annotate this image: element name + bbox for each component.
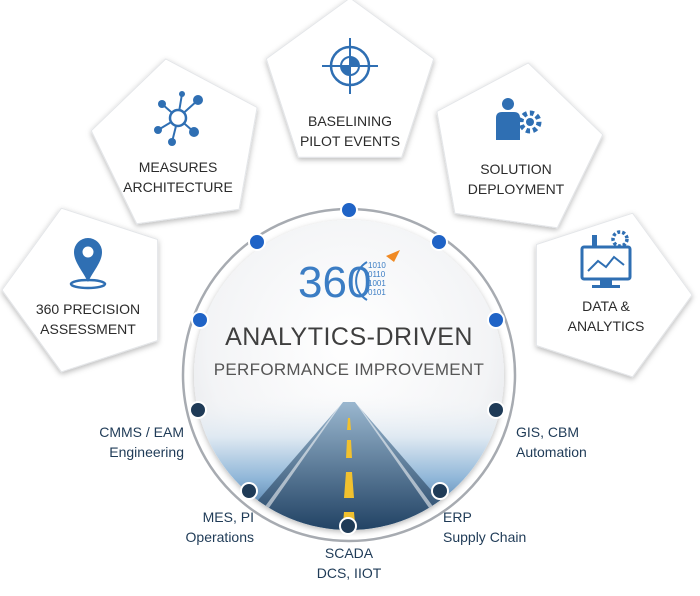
system-label-mes: MES, PI Operations xyxy=(186,509,254,545)
system-label-line: MES, PI xyxy=(203,509,254,525)
logo-binary-line: 1010 xyxy=(368,261,386,270)
pentagon-label-line: ASSESSMENT xyxy=(40,321,136,337)
logo-number: 360 xyxy=(298,258,371,307)
pentagon-analytics: DATA & ANALYTICS xyxy=(535,212,693,378)
system-label-line: GIS, CBM xyxy=(516,424,579,440)
map-pin-icon xyxy=(69,238,107,290)
system-label-line: Supply Chain xyxy=(443,529,526,545)
system-label-erp: ERP Supply Chain xyxy=(443,509,526,545)
ring-nodes xyxy=(189,201,505,535)
road-edge-lines xyxy=(244,402,454,530)
pentagon-baselining: BASELINING PILOT EVENTS xyxy=(265,0,435,158)
pentagon-label-line: DEPLOYMENT xyxy=(468,181,565,197)
pentagon-label-line: ARCHITECTURE xyxy=(123,179,233,195)
ring-node-dark xyxy=(431,482,449,500)
system-label-line: Engineering xyxy=(109,444,184,460)
ring-node-dark xyxy=(189,401,207,419)
pentagon-label-line: PILOT EVENTS xyxy=(300,133,400,149)
system-label-line: ERP xyxy=(443,509,472,525)
pentagon-label-line: BASELINING xyxy=(308,113,392,129)
system-label-line: Operations xyxy=(186,529,254,545)
pentagon-label-line: MEASURES xyxy=(139,159,218,175)
system-label-cmms: CMMS / EAM Engineering xyxy=(99,424,184,460)
pentagon-assessment: 360 PRECISION ASSESSMENT xyxy=(1,207,159,373)
pentagon-deployment: SOLUTION DEPLOYMENT xyxy=(436,62,604,229)
center-title: ANALYTICS-DRIVEN xyxy=(225,323,473,351)
logo-binary-line: 0110 xyxy=(368,270,386,279)
ring-node-blue xyxy=(430,233,448,251)
ring-node-dark xyxy=(487,401,505,419)
process-pentagons: 360 PRECISION ASSESSMENT MEASURES ARCHITECT… xyxy=(1,0,693,378)
ring-node-dark xyxy=(240,482,258,500)
system-label-line: SCADA xyxy=(325,545,374,561)
pentagon-label-line: DATA & xyxy=(582,298,630,314)
system-label-line: CMMS / EAM xyxy=(99,424,184,440)
logo-ring-arc xyxy=(355,261,368,301)
pentagon-shape xyxy=(535,212,693,378)
pentagon-label-line: 360 PRECISION xyxy=(36,301,140,317)
ring-node-blue xyxy=(248,233,266,251)
ring-node-blue xyxy=(340,201,358,219)
center-subtitle: PERFORMANCE IMPROVEMENT xyxy=(214,360,484,379)
ring-node-blue xyxy=(487,311,505,329)
system-label-scada: SCADA DCS, IIOT xyxy=(317,545,382,581)
pentagon-architecture: MEASURES ARCHITECTURE xyxy=(90,58,258,225)
pentagon-shape xyxy=(1,207,159,373)
pentagon-label-line: SOLUTION xyxy=(480,161,552,177)
pentagon-label-line: ANALYTICS xyxy=(568,318,645,334)
logo-binary-line: 0101 xyxy=(368,288,386,297)
ring-node-dark xyxy=(339,517,357,535)
logo-arrow-icon xyxy=(386,250,400,262)
pentagon-shape xyxy=(436,62,604,229)
person-gear-icon xyxy=(496,98,542,140)
monitor-analytics-icon xyxy=(580,230,632,288)
ring-node-blue xyxy=(191,311,209,329)
system-label-line: Automation xyxy=(516,444,587,460)
road-surface xyxy=(228,402,470,530)
logo-binary-line: 1001 xyxy=(368,279,386,288)
crosshair-target-icon xyxy=(322,38,378,94)
system-label-line: DCS, IIOT xyxy=(317,565,382,581)
system-label-gis: GIS, CBM Automation xyxy=(516,424,587,460)
network-nodes-icon xyxy=(154,91,203,146)
